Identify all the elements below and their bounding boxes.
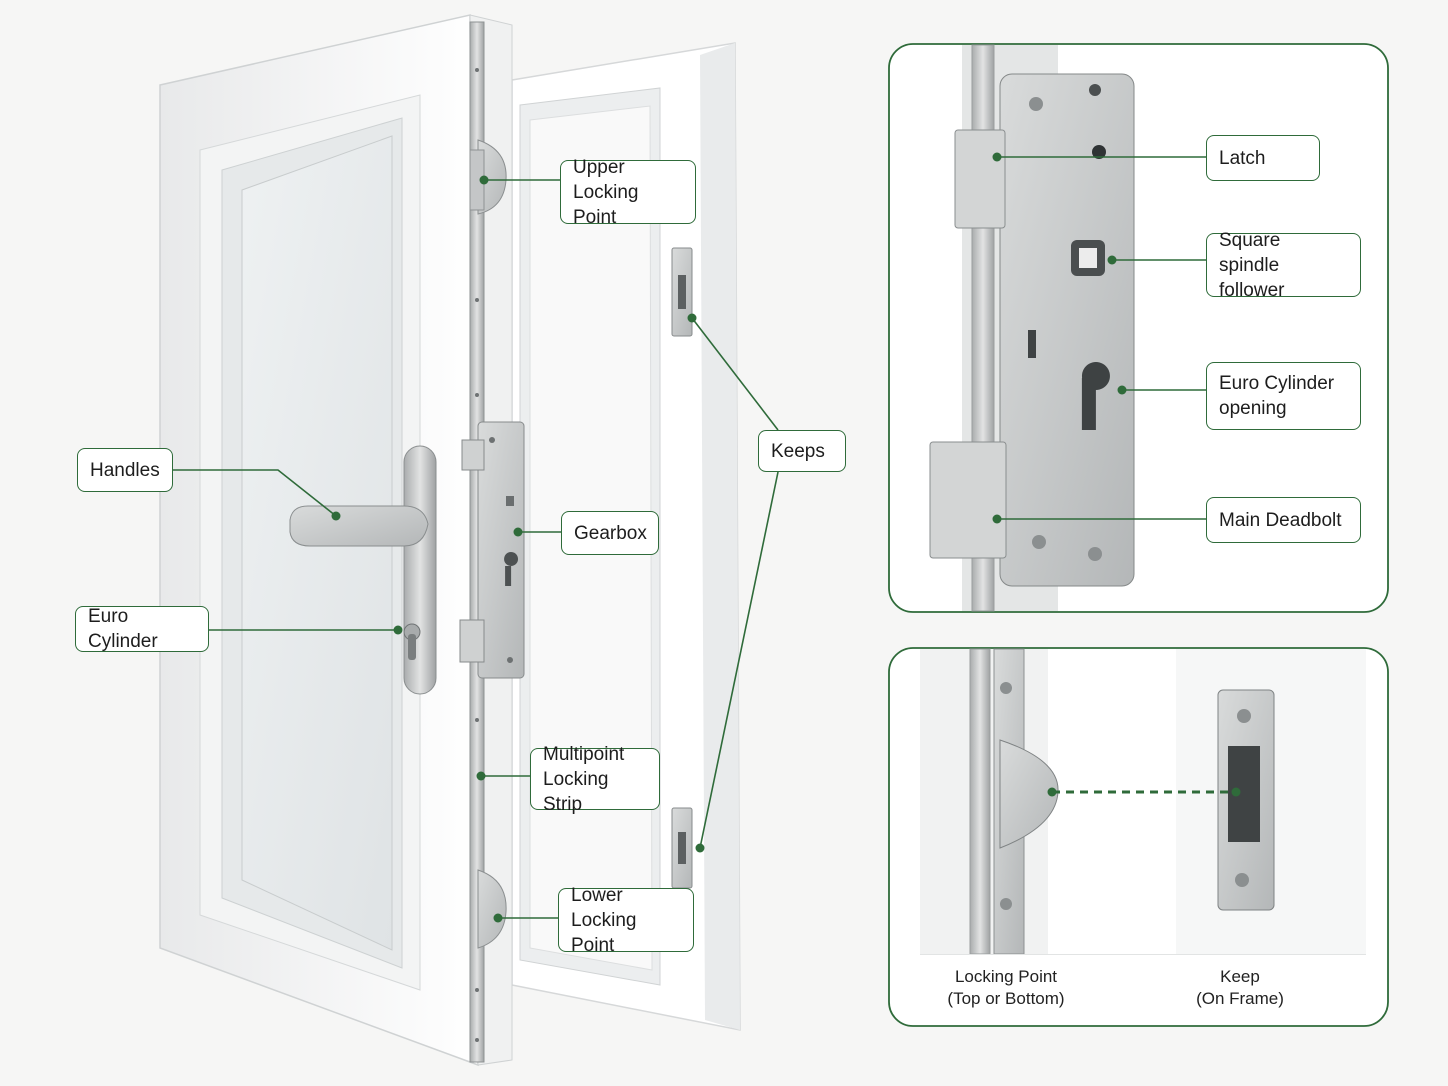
handle-assembly (289, 445, 437, 695)
callout-latch-text: Latch (1219, 147, 1266, 169)
upper-locking-cam (469, 139, 507, 215)
callout-gearbox: Gearbox (561, 511, 659, 555)
callout-multipoint-strip-line1: Multipoint (543, 743, 625, 765)
leader-dots (331, 152, 1241, 923)
frame-keeps (671, 247, 693, 889)
callout-keeps: Keeps (758, 430, 846, 472)
caption-locking-point: Locking Point (Top or Bottom) (906, 966, 1106, 1010)
callout-handles-text: Handles (90, 459, 160, 481)
callout-upper-locking-point-line1: Upper (573, 156, 625, 178)
gearbox-body (459, 421, 525, 679)
caption-locking-point-line1: Locking Point (954, 967, 1058, 986)
callout-lower-locking-point: Lower Locking Point (558, 885, 694, 956)
keep-closeup (920, 648, 1366, 955)
callout-main-deadbolt: Main Deadbolt (1206, 497, 1361, 543)
callout-euro-cylinder-opening-line2: opening (1219, 398, 1287, 419)
callout-keeps-text: Keeps (771, 440, 825, 462)
callout-lower-locking-point-line1: Lower (571, 884, 623, 906)
callout-square-spindle-line1: Square (1219, 229, 1281, 251)
callout-euro-cylinder-text: Euro Cylinder (88, 606, 158, 652)
callout-lower-locking-point-line2: Locking Point (571, 909, 637, 956)
callout-gearbox-text: Gearbox (574, 522, 647, 544)
gearbox-closeup (929, 44, 1135, 612)
caption-locking-point-line2: (Top or Bottom) (947, 989, 1065, 1008)
callout-upper-locking-point-line2: Locking Point (573, 181, 639, 228)
callout-upper-locking-point: Upper Locking Point (560, 157, 696, 228)
caption-keep: Keep (On Frame) (1140, 966, 1340, 1010)
callout-euro-cylinder-opening-line1: Euro Cylinder (1219, 373, 1335, 394)
callout-main-deadbolt-text: Main Deadbolt (1219, 509, 1342, 531)
lower-locking-cam (477, 869, 507, 949)
callout-square-spindle: Square spindle follower (1206, 230, 1361, 301)
callout-square-spindle-line2: spindle follower (1219, 254, 1285, 301)
caption-keep-line2: (On Frame) (1196, 989, 1284, 1008)
callout-multipoint-strip: Multipoint Locking Strip (530, 744, 660, 815)
caption-keep-line1: Keep (1220, 967, 1260, 986)
callout-euro-cylinder: Euro Cylinder (75, 606, 209, 652)
callout-latch: Latch (1206, 135, 1320, 181)
callout-multipoint-strip-line2: Locking Strip (543, 768, 609, 815)
callout-handles: Handles (77, 448, 173, 492)
leader-lines (173, 156, 1236, 919)
callout-euro-cylinder-opening: Euro Cylinder opening (1206, 362, 1361, 430)
strip-holes (475, 68, 479, 1042)
